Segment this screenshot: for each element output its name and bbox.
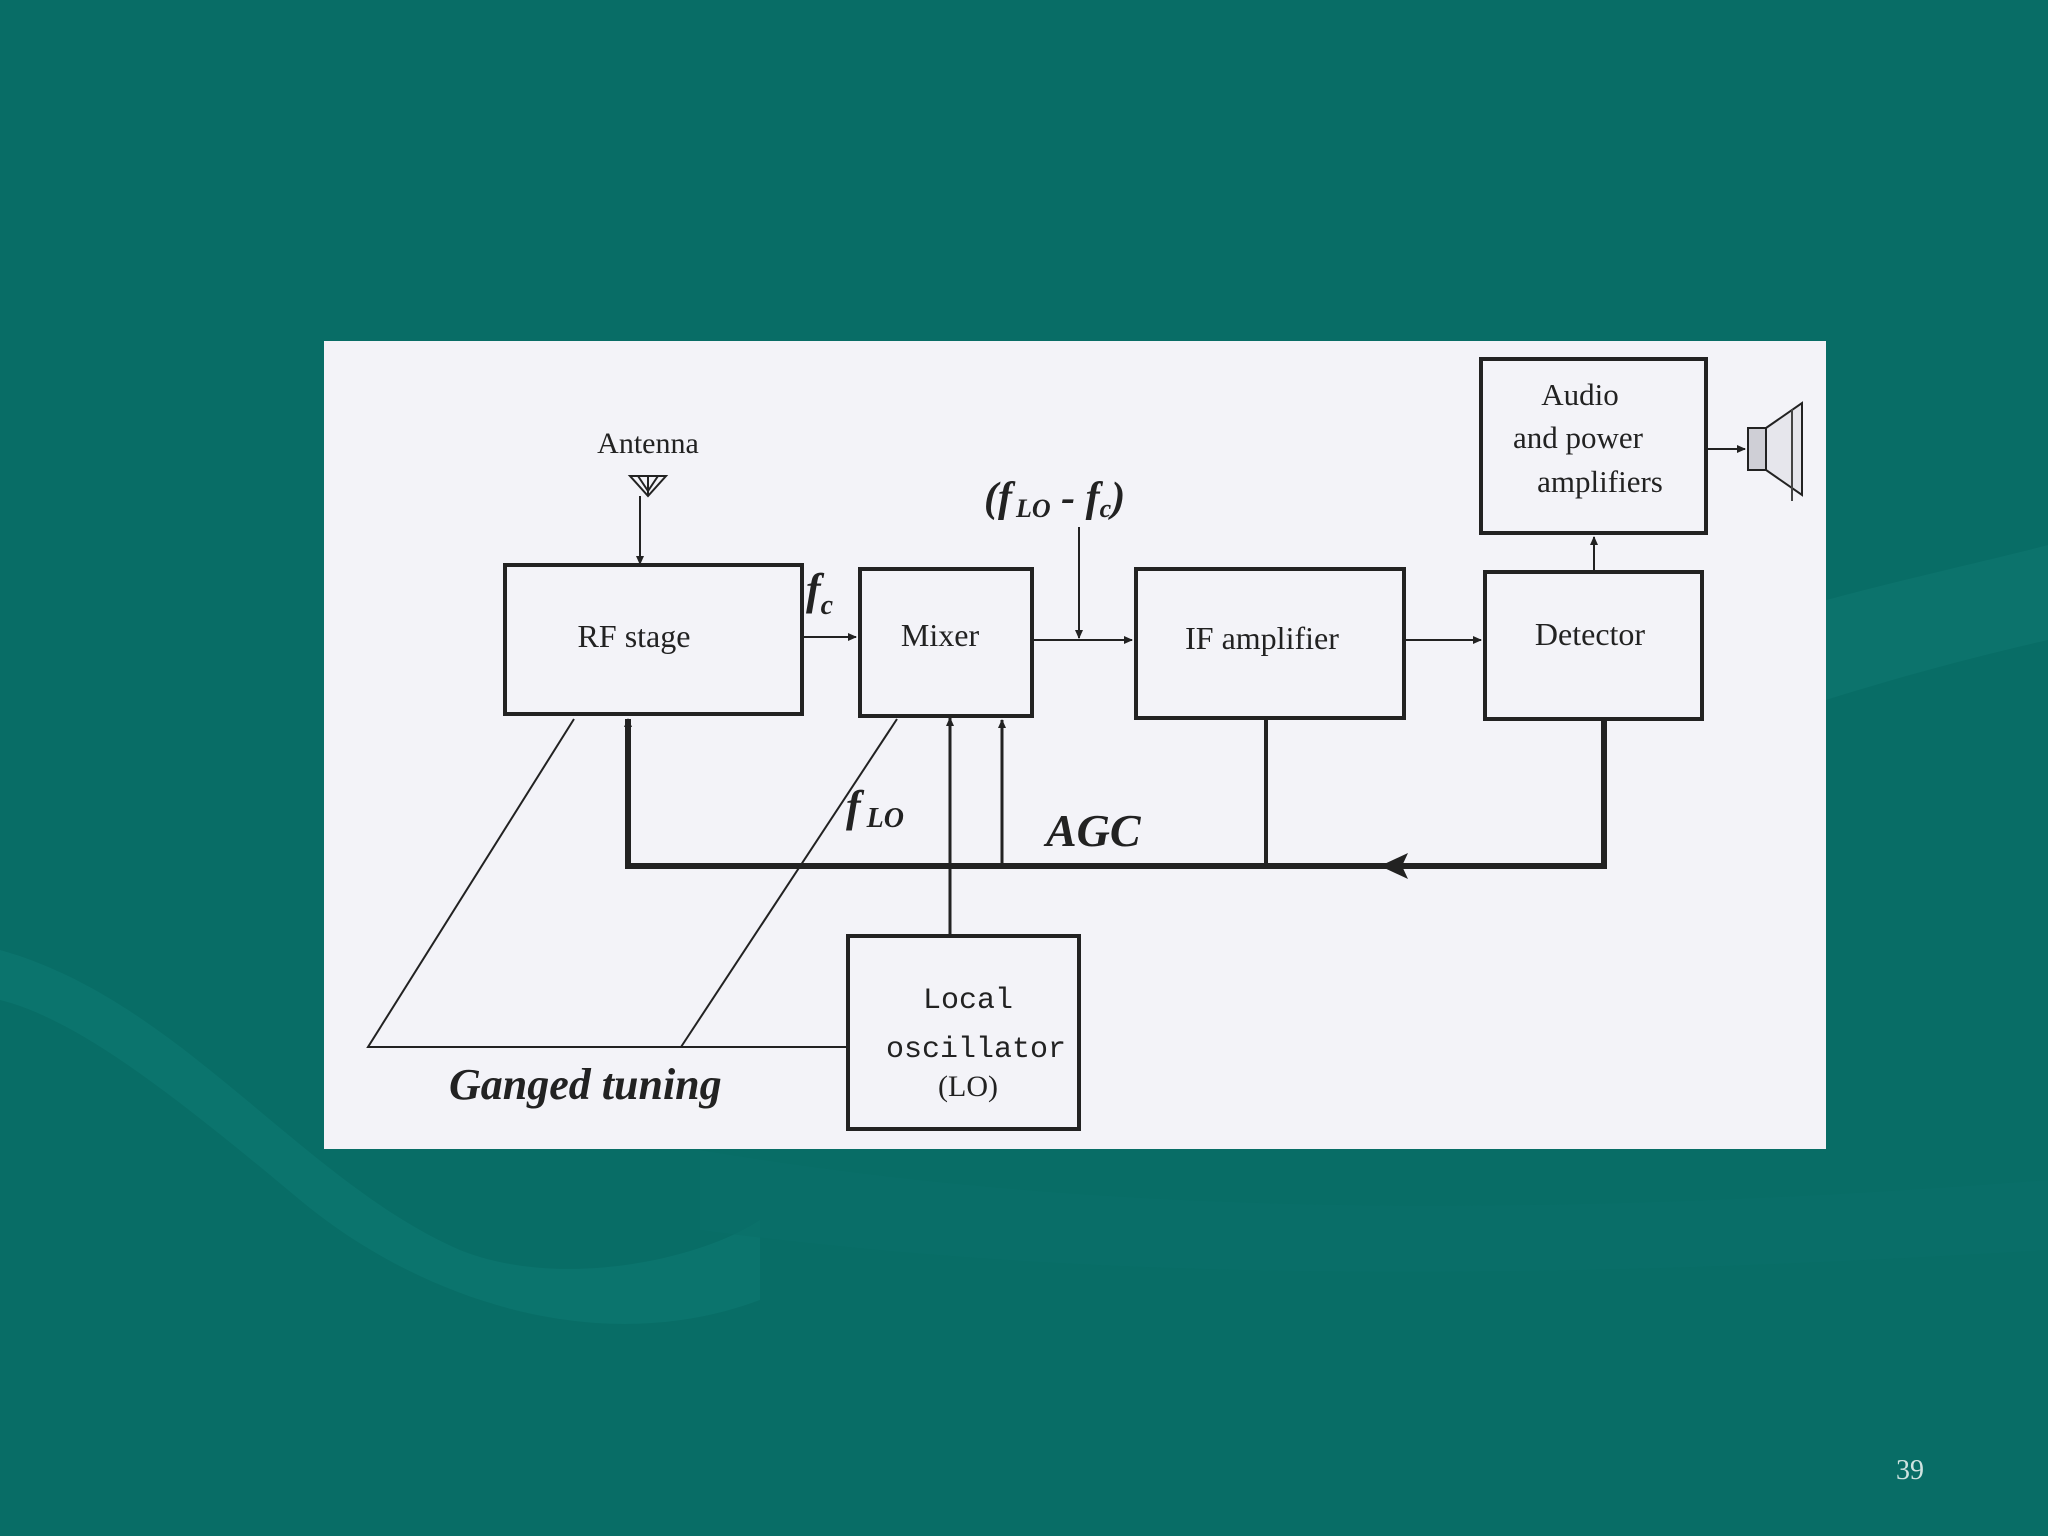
superheterodyne-block-diagram: Antenna RF stage Mixer IF amplifier Dete… (366, 357, 1803, 1131)
lo-label-line3: (LO) (938, 1070, 998, 1103)
fc-label-sub: c (821, 590, 834, 621)
detector-label: Detector (1535, 616, 1646, 652)
audio-amplifiers-block (1479, 357, 1708, 535)
speaker-icon (1747, 401, 1803, 501)
local-oscillator-block (846, 934, 1081, 1131)
audio-label-line2: and power (1513, 420, 1644, 455)
ganged-tuning-label: Ganged tuning (449, 1060, 722, 1109)
ganged-tuning-mixer-line (680, 718, 898, 1048)
audio-label-line3: amplifiers (1537, 464, 1663, 499)
lo-label-line1: Local (923, 984, 1013, 1018)
audio-label-line1: Audio (1541, 377, 1619, 412)
mixer-label: Mixer (901, 617, 980, 653)
lo-label-line2: oscillator (886, 1033, 1066, 1067)
rf-stage-block (503, 563, 804, 716)
fc-label: fc (806, 565, 834, 621)
if-amplifier-block (1134, 567, 1406, 720)
flo-label-f: f (846, 782, 865, 831)
diff-sub-c: c (1100, 494, 1112, 523)
ganged-tuning-line (366, 718, 848, 1048)
diff-close: ) (1107, 475, 1125, 521)
diff-sub-lo: LO (1015, 494, 1051, 523)
diagram-panel: Antenna RF stage Mixer IF amplifier Dete… (324, 341, 1826, 1149)
agc-direction-arrow (1380, 853, 1408, 879)
agc-label: AGC (1043, 805, 1142, 856)
if-amplifier-label: IF amplifier (1185, 620, 1339, 656)
fc-label-f: f (806, 565, 825, 614)
diff-minus-f: - f (1051, 475, 1104, 521)
antenna-icon (627, 475, 669, 498)
slide-page-number: 39 (1896, 1455, 1924, 1486)
mixer-block (858, 567, 1034, 718)
antenna-label: Antenna (597, 427, 699, 460)
flo-label-sub: LO (866, 803, 904, 834)
diff-open: (f (984, 475, 1016, 521)
rf-stage-label: RF stage (578, 618, 691, 654)
